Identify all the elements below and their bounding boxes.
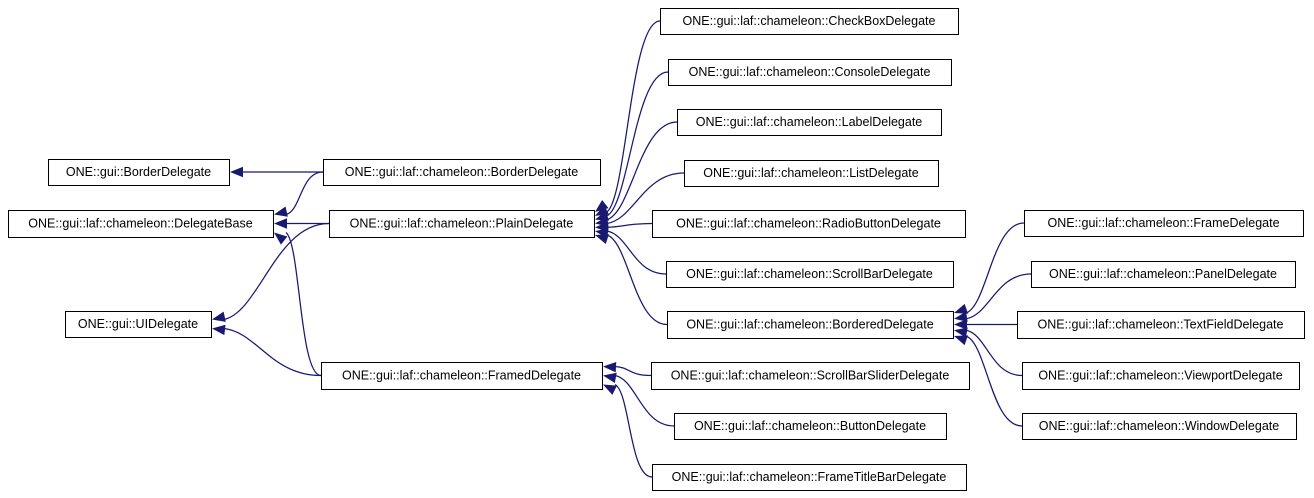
inheritance-edge-viewport-delegate-to-bordered-delegate: [965, 329, 1023, 377]
class-node-box[interactable]: [328, 209, 596, 239]
class-node-label: ONE::gui::UIDelegate: [78, 317, 198, 331]
inheritance-edge-button-delegate-to-framed-delegate: [614, 374, 675, 427]
class-node-label: ONE::gui::laf::chameleon::ConsoleDelegat…: [689, 65, 931, 79]
class-node-label: ONE::gui::laf::chameleon::WindowDelegate: [1039, 419, 1279, 433]
class-node-box[interactable]: [659, 7, 960, 36]
inheritance-edge-label-delegate-to-plain-delegate: [606, 121, 678, 221]
class-node-label: ONE::gui::laf::chameleon::LabelDelegate: [696, 115, 923, 129]
class-node-box[interactable]: [322, 158, 602, 187]
class-node-frame-delegate[interactable]: ONE::gui::laf::chameleon::FrameDelegate: [1023, 209, 1305, 238]
inheritance-edge-window-delegate-to-bordered-delegate: [965, 335, 1023, 427]
class-node-box[interactable]: [47, 158, 231, 187]
class-node-label: ONE::gui::laf::chameleon::FrameTitleBarD…: [672, 470, 947, 484]
class-node-box[interactable]: [64, 310, 213, 339]
class-node-box[interactable]: [7, 209, 275, 239]
class-node-label: ONE::gui::laf::chameleon::PlainDelegate: [350, 216, 574, 230]
inheritance-edge-list-delegate-to-plain-delegate: [606, 172, 685, 225]
class-node-label: ONE::gui::laf::chameleon::BorderedDelega…: [686, 317, 933, 331]
class-node-box[interactable]: [1021, 361, 1301, 391]
class-node-box[interactable]: [666, 310, 955, 340]
nodes-layer: ONE::gui::BorderDelegateONE::gui::laf::c…: [7, 7, 1306, 492]
class-node-label: ONE::gui::laf::chameleon::TextFieldDeleg…: [1038, 317, 1284, 331]
inheritance-edge-frametitlebar-delegate-to-framed-delegate: [614, 383, 653, 478]
class-node-label: ONE::gui::laf::chameleon::BorderDelegate: [345, 165, 579, 179]
inheritance-edge-checkbox-delegate-to-plain-delegate: [606, 20, 661, 213]
class-node-checkbox-delegate[interactable]: ONE::gui::laf::chameleon::CheckBoxDelega…: [659, 7, 960, 36]
class-node-label: ONE::gui::laf::chameleon::ScrollBarSlide…: [671, 368, 950, 382]
class-node-label: ONE::gui::laf::chameleon::RadioButtonDel…: [676, 216, 941, 230]
class-node-scrollbarslider-delegate[interactable]: ONE::gui::laf::chameleon::ScrollBarSlide…: [650, 361, 971, 391]
class-node-label: ONE::gui::laf::chameleon::FrameDelegate: [1047, 216, 1279, 230]
class-node-plain-delegate[interactable]: ONE::gui::laf::chameleon::PlainDelegate: [328, 209, 596, 239]
class-node-border-delegate-base[interactable]: ONE::gui::BorderDelegate: [47, 158, 231, 187]
inheritance-edge-frame-delegate-to-bordered-delegate: [965, 222, 1025, 314]
inheritance-edge-plain-delegate-to-ui-delegate: [223, 222, 330, 321]
inheritance-edge-panel-delegate-to-bordered-delegate: [965, 273, 1032, 320]
inheritance-arrowhead: [230, 166, 243, 178]
inheritance-edge-console-delegate-to-plain-delegate: [606, 71, 669, 217]
class-node-box[interactable]: [665, 260, 955, 289]
edges-layer: [212, 20, 1032, 478]
class-node-box[interactable]: [667, 58, 953, 87]
class-node-label: ONE::gui::laf::chameleon::ListDelegate: [703, 166, 918, 180]
class-node-button-delegate[interactable]: ONE::gui::laf::chameleon::ButtonDelegate: [673, 412, 948, 441]
inheritance-edge-framed-delegate-to-delegate-base: [285, 232, 322, 377]
inheritance-arrowhead: [954, 319, 967, 330]
class-node-console-delegate[interactable]: ONE::gui::laf::chameleon::ConsoleDelegat…: [667, 58, 953, 87]
inheritance-arrowhead: [954, 335, 968, 346]
class-node-frametitlebar-delegate[interactable]: ONE::gui::laf::chameleon::FrameTitleBarD…: [651, 463, 968, 492]
class-node-viewport-delegate[interactable]: ONE::gui::laf::chameleon::ViewportDelega…: [1021, 361, 1301, 391]
class-node-box[interactable]: [651, 209, 967, 239]
inheritance-edge-bordered-delegate-to-plain-delegate: [606, 234, 668, 326]
inheritance-arrowhead: [603, 384, 617, 395]
inheritance-arrowhead: [274, 232, 288, 245]
class-node-window-delegate[interactable]: ONE::gui::laf::chameleon::WindowDelegate: [1021, 412, 1298, 441]
inheritance-arrowhead: [954, 303, 968, 314]
class-node-radiobutton-delegate[interactable]: ONE::gui::laf::chameleon::RadioButtonDel…: [651, 209, 967, 239]
class-node-label-delegate[interactable]: ONE::gui::laf::chameleon::LabelDelegate: [676, 108, 943, 137]
class-node-label: ONE::gui::laf::chameleon::ScrollBarDeleg…: [686, 267, 933, 281]
inheritance-edge-chameleon-border-to-delegate-base: [285, 171, 324, 216]
class-node-box[interactable]: [320, 361, 604, 391]
class-node-label: ONE::gui::laf::chameleon::CheckBoxDelega…: [683, 14, 936, 28]
class-node-bordered-delegate[interactable]: ONE::gui::laf::chameleon::BorderedDelega…: [666, 310, 955, 340]
inheritance-arrowhead: [212, 324, 226, 336]
inheritance-arrowhead: [274, 206, 288, 217]
class-node-box[interactable]: [676, 108, 943, 137]
class-node-box[interactable]: [651, 463, 968, 492]
class-node-box[interactable]: [1023, 209, 1305, 238]
class-node-panel-delegate[interactable]: ONE::gui::laf::chameleon::PanelDelegate: [1030, 260, 1297, 289]
class-node-scrollbar-delegate[interactable]: ONE::gui::laf::chameleon::ScrollBarDeleg…: [665, 260, 955, 289]
inheritance-arrowhead: [274, 218, 287, 229]
inheritance-edge-scrollbarslider-delegate-to-framed-delegate: [614, 365, 652, 377]
class-node-label: ONE::gui::laf::chameleon::ButtonDelegate: [694, 419, 926, 433]
class-node-box[interactable]: [1021, 412, 1298, 441]
class-node-delegate-base[interactable]: ONE::gui::laf::chameleon::DelegateBase: [7, 209, 275, 239]
class-node-label: ONE::gui::laf::chameleon::ViewportDelega…: [1038, 368, 1282, 382]
inheritance-arrowhead: [603, 361, 617, 373]
class-node-label: ONE::gui::BorderDelegate: [66, 165, 211, 179]
class-node-list-delegate[interactable]: ONE::gui::laf::chameleon::ListDelegate: [683, 159, 940, 188]
class-node-box[interactable]: [683, 159, 940, 188]
class-node-box[interactable]: [650, 361, 971, 391]
class-node-chameleon-border[interactable]: ONE::gui::laf::chameleon::BorderDelegate: [322, 158, 602, 187]
class-node-label: ONE::gui::laf::chameleon::FramedDelegate: [342, 368, 581, 382]
inheritance-arrowhead: [603, 372, 617, 384]
inheritance-arrowhead: [595, 234, 609, 244]
class-node-box[interactable]: [1030, 260, 1297, 289]
inheritance-arrowhead: [212, 311, 226, 322]
class-node-box[interactable]: [1016, 310, 1306, 340]
inheritance-arrowhead: [954, 327, 968, 338]
class-node-label: ONE::gui::laf::chameleon::DelegateBase: [28, 216, 252, 230]
inheritance-edge-scrollbar-delegate-to-plain-delegate: [606, 230, 667, 275]
class-node-framed-delegate[interactable]: ONE::gui::laf::chameleon::FramedDelegate: [320, 361, 604, 391]
inheritance-arrowhead: [954, 311, 968, 322]
class-node-label: ONE::gui::laf::chameleon::PanelDelegate: [1049, 267, 1277, 281]
class-node-textfield-delegate[interactable]: ONE::gui::laf::chameleon::TextFieldDeleg…: [1016, 310, 1306, 340]
inheritance-edge-radiobutton-delegate-to-plain-delegate: [606, 222, 653, 228]
inheritance-edge-framed-delegate-to-ui-delegate: [223, 327, 322, 377]
class-node-ui-delegate[interactable]: ONE::gui::UIDelegate: [64, 310, 213, 339]
class-node-box[interactable]: [673, 412, 948, 441]
